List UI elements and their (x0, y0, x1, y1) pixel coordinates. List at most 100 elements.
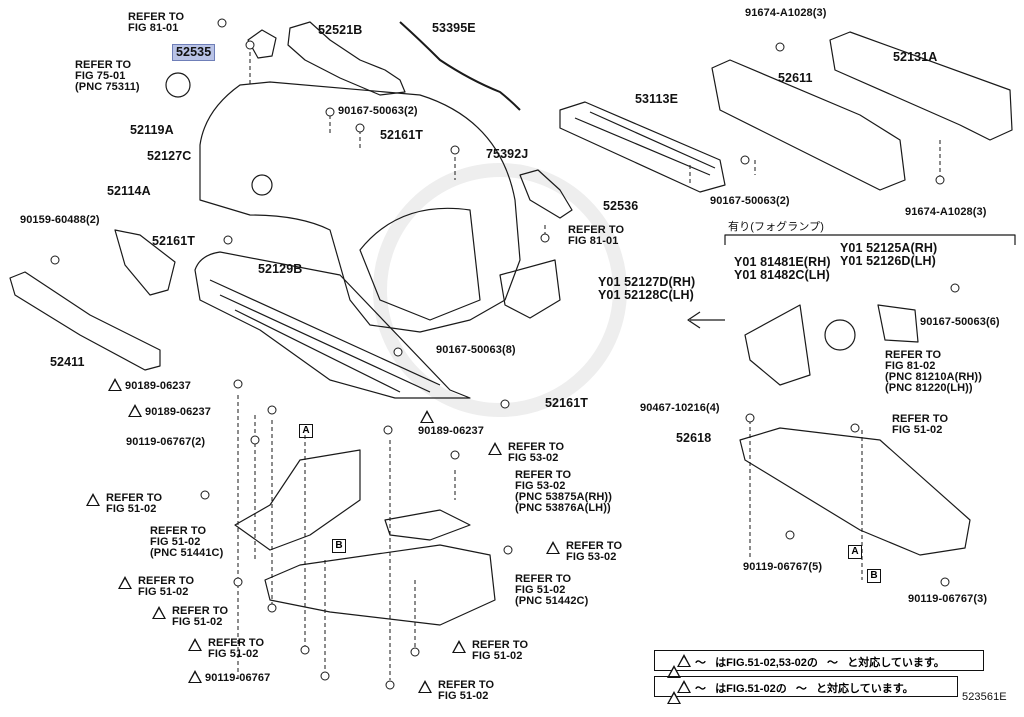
label-part-52535[interactable]: 52535 (172, 44, 216, 61)
part-52521b-shape (287, 21, 406, 96)
triangle-6-icon: 6 (677, 680, 691, 693)
label-refer-51-02-pnc[interactable]: REFER TO FIG 51-02 (PNC 51441C) (150, 525, 224, 559)
grille-slats-shape (209, 279, 441, 393)
label-part-52411[interactable]: 52411 (50, 355, 85, 369)
label-part-91674-top[interactable]: 91674-A1028(3) (745, 7, 827, 19)
label-part-75392j[interactable]: 75392J (486, 147, 529, 161)
label-part-90467[interactable]: 90467-10216(4) (640, 402, 720, 414)
label-part-90189-c[interactable]: 2 (420, 410, 437, 424)
triangle-6-icon: 6 (128, 404, 142, 417)
ref-box-a-right: A (848, 545, 862, 559)
diagram-code: 523561E (962, 691, 1007, 703)
label-part-90167-8[interactable]: 90167-50063(8) (436, 344, 516, 356)
reinforcement-52131a-shape (829, 31, 1013, 141)
label-part-90167-6[interactable]: 90167-50063(6) (920, 316, 1000, 328)
label-refer-81-02[interactable]: REFER TO FIG 81-02 (PNC 81210A(RH)) (PNC… (885, 349, 982, 394)
label-refer-51-02-r[interactable]: REFER TO FIG 51-02 (892, 413, 949, 436)
fog-lamp-shape (824, 319, 856, 351)
label-part-90167-2b[interactable]: 90167-50063(2) (710, 195, 790, 207)
watermark (373, 163, 627, 417)
label-part-52161t-a[interactable]: 52161T (380, 128, 423, 142)
triangle-2-icon: 2 (108, 378, 122, 391)
label-part-90159[interactable]: 90159-60488(2) (20, 214, 100, 226)
undercover-52618-shape (739, 427, 971, 556)
triangle-4-icon: 4 (667, 691, 682, 704)
triangle-1-icon: 1 (667, 665, 682, 678)
ref-box-b: B (332, 539, 346, 553)
label-refer-81-01-mid[interactable]: REFER TO FIG 81-01 (568, 224, 625, 247)
label-part-90167-2[interactable]: 90167-50063(2) (338, 105, 418, 117)
label-part-52161t-b[interactable]: 52161T (152, 234, 195, 248)
label-part-52618[interactable]: 52618 (676, 431, 712, 445)
emblem-shape (165, 72, 191, 98)
absorber-52611-shape (711, 59, 906, 191)
strip-52411-shape (9, 271, 161, 371)
label-refer-53-02-b[interactable]: REFER TO FIG 53-02 (PNC 53875A(RH)) (PNC… (515, 469, 612, 514)
label-part-91674-bot[interactable]: 91674-A1028(3) (905, 206, 987, 218)
label-part-53395e[interactable]: 53395E (432, 21, 476, 35)
bumper-opening-shape (359, 207, 481, 321)
bumper-cover-shape (199, 81, 521, 333)
part-53395e-shape (399, 21, 521, 111)
triangle-6-icon: 6 (152, 606, 166, 619)
panel-ribs-shape (574, 111, 716, 176)
label-part-81481e[interactable]: Y01 81481E(RH) Y01 81482C(LH) (734, 255, 831, 282)
triangle-3-icon: 3 (86, 493, 100, 506)
label-part-52521b[interactable]: 52521B (318, 23, 363, 37)
note-2-text: ～ はFIG.51-02の ～ と対応しています。 (695, 683, 914, 695)
bracket-52536-shape (519, 169, 573, 219)
ref-box-a: A (299, 424, 313, 438)
label-part-52611[interactable]: 52611 (778, 71, 813, 85)
label-refer-51-02-pnc2[interactable]: REFER TO FIG 51-02 (PNC 51442C) (515, 573, 589, 607)
shield-51441c-shape (234, 449, 361, 551)
bumper-hole-shape (251, 174, 273, 196)
label-part-52131a[interactable]: 52131A (893, 50, 938, 64)
triangle-2-icon: 2 (118, 576, 132, 589)
triangle-2-icon: 2 (420, 410, 434, 423)
label-part-90119-3[interactable]: 90119-06767(3) (908, 593, 988, 605)
label-part-52119a[interactable]: 52119A (130, 123, 174, 137)
label-part-90119-2[interactable]: 90119-06767(2) (126, 436, 206, 448)
label-part-52127d[interactable]: Y01 52127D(RH) Y01 52128C(LH) (598, 275, 696, 302)
label-part-52536[interactable]: 52536 (603, 199, 639, 213)
label-refer-75-01[interactable]: REFER TO FIG 75-01 (PNC 75311) (75, 59, 140, 93)
bracket-52125a-shape (877, 304, 919, 343)
label-fog-heading: 有り(フォグランプ) (728, 221, 824, 233)
triangle-1-icon: 1 (488, 442, 502, 455)
part-52535-shape (247, 29, 277, 59)
bracket-52114a-shape (114, 229, 176, 296)
label-part-52125a[interactable]: Y01 52125A(RH) Y01 52126D(LH) (840, 241, 938, 268)
note-1-text: ～ はFIG.51-02,53-02の ～ と対応しています。 (695, 657, 945, 669)
triangle-2-icon: 2 (418, 680, 432, 693)
triangle-5-icon: 5 (188, 638, 202, 651)
label-part-52161t-c[interactable]: 52161T (545, 396, 588, 410)
label-part-90189-c-text[interactable]: 90189-06237 (418, 425, 484, 437)
triangle-3-icon: 3 (677, 654, 691, 667)
triangle-1-icon: 1 (546, 541, 560, 554)
label-part-52114a[interactable]: 52114A (107, 184, 151, 198)
label-part-90119-5[interactable]: 90119-06767(5) (743, 561, 823, 573)
label-part-52129b[interactable]: 52129B (258, 262, 303, 276)
fog-cover-52127d-shape (499, 259, 561, 319)
label-refer-81-01-top[interactable]: REFER TO FIG 81-01 (128, 11, 185, 34)
label-part-53113e[interactable]: 53113E (635, 92, 679, 106)
shield-51442c-shape (264, 544, 496, 626)
grille-52129b-shape (194, 251, 471, 399)
label-part-52127c[interactable]: 52127C (147, 149, 192, 163)
fog-cover-81481e-shape (744, 304, 811, 386)
